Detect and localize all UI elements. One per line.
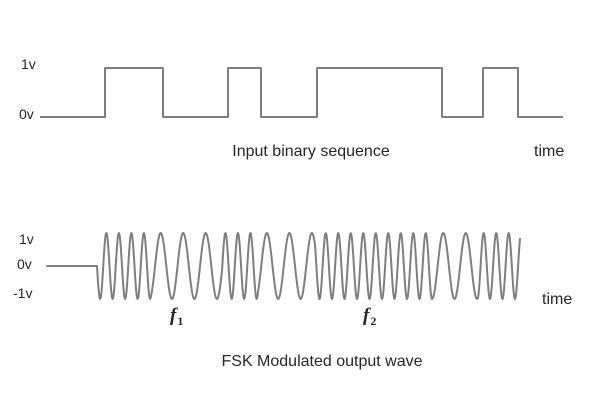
- top-caption: Input binary sequence: [232, 143, 390, 160]
- top-axis-label-1v: 1v: [21, 56, 36, 72]
- frequency-label-f1: f1: [170, 306, 183, 327]
- f2-base: f: [363, 305, 370, 326]
- top-axis-label-0v: 0v: [19, 106, 34, 122]
- fsk-output-waveform: [46, 232, 521, 300]
- frequency-label-f2: f2: [363, 306, 376, 327]
- top-time-label: time: [534, 143, 565, 160]
- f1-subscript: 1: [177, 314, 184, 328]
- bottom-axis-label-neg1v: -1v: [13, 285, 33, 301]
- f2-subscript: 2: [370, 314, 377, 328]
- bottom-axis-label-0v: 0v: [17, 256, 32, 272]
- input-binary-waveform: [40, 67, 563, 118]
- f1-base: f: [170, 305, 177, 326]
- bottom-caption: FSK Modulated output wave: [221, 353, 423, 370]
- bottom-time-label: time: [542, 291, 573, 308]
- bottom-axis-label-1v: 1v: [19, 231, 34, 247]
